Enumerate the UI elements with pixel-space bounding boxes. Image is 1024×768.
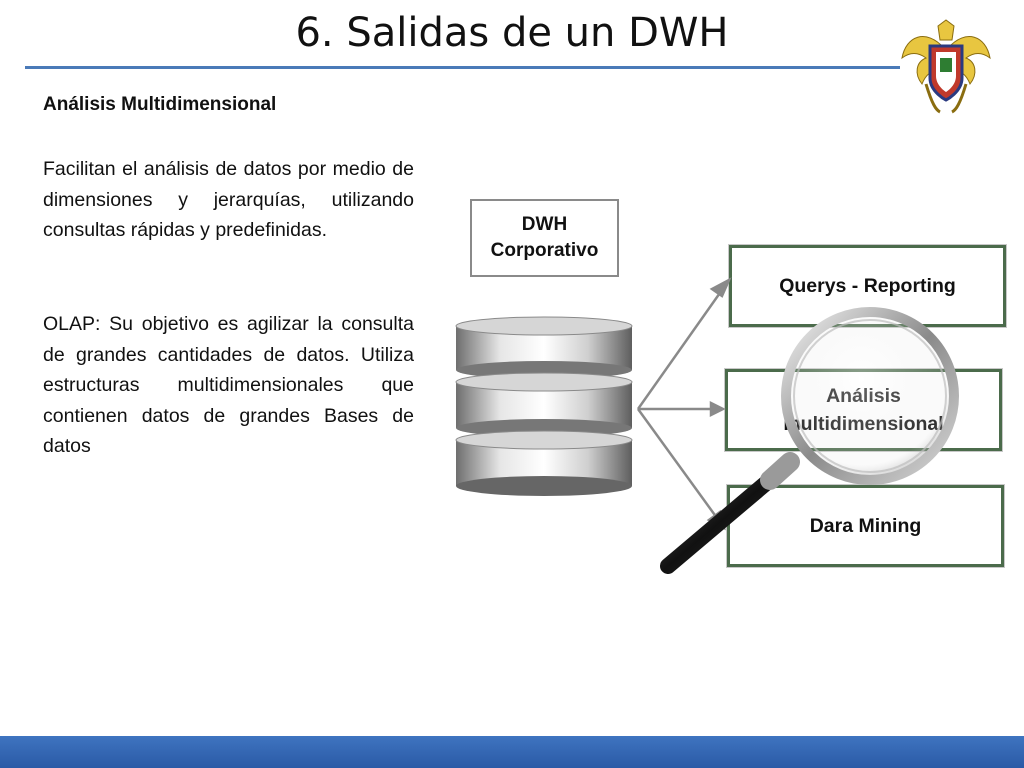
- dwh-source-box: DWH Corporativo: [470, 199, 619, 277]
- output-box-analisis: Análisis multidimensional: [724, 368, 1003, 452]
- dwh-label-line2: Corporativo: [490, 240, 599, 261]
- database-icon: [455, 316, 633, 496]
- title-underline: [25, 66, 900, 69]
- database-disk-top: [455, 316, 633, 379]
- database-disk-bottom: [455, 430, 633, 496]
- connector-arrows: [636, 277, 732, 531]
- footer-bar: [0, 736, 1024, 768]
- output-box-querys: Querys - Reporting: [728, 244, 1007, 328]
- output-label: Querys - Reporting: [779, 275, 956, 297]
- university-crest-icon: [901, 19, 991, 114]
- dwh-label-line1: DWH: [521, 214, 568, 235]
- section-heading: Análisis Multidimensional: [43, 94, 277, 115]
- arrow-to-querys: [636, 289, 724, 410]
- output-box-mining: Dara Mining: [726, 484, 1005, 568]
- output-label-line2: multidimensional: [783, 413, 944, 435]
- body-paragraph-2: OLAP: Su objetivo es agilizar la consult…: [43, 313, 414, 457]
- output-label-line1: Análisis: [826, 385, 901, 407]
- output-label: Dara Mining: [809, 515, 922, 537]
- page-title: 6. Salidas de un DWH: [295, 10, 729, 56]
- body-paragraph-1: Facilitan el análisis de datos por medio…: [43, 158, 414, 241]
- database-disk-middle: [455, 372, 633, 437]
- arrow-to-mining: [636, 408, 719, 519]
